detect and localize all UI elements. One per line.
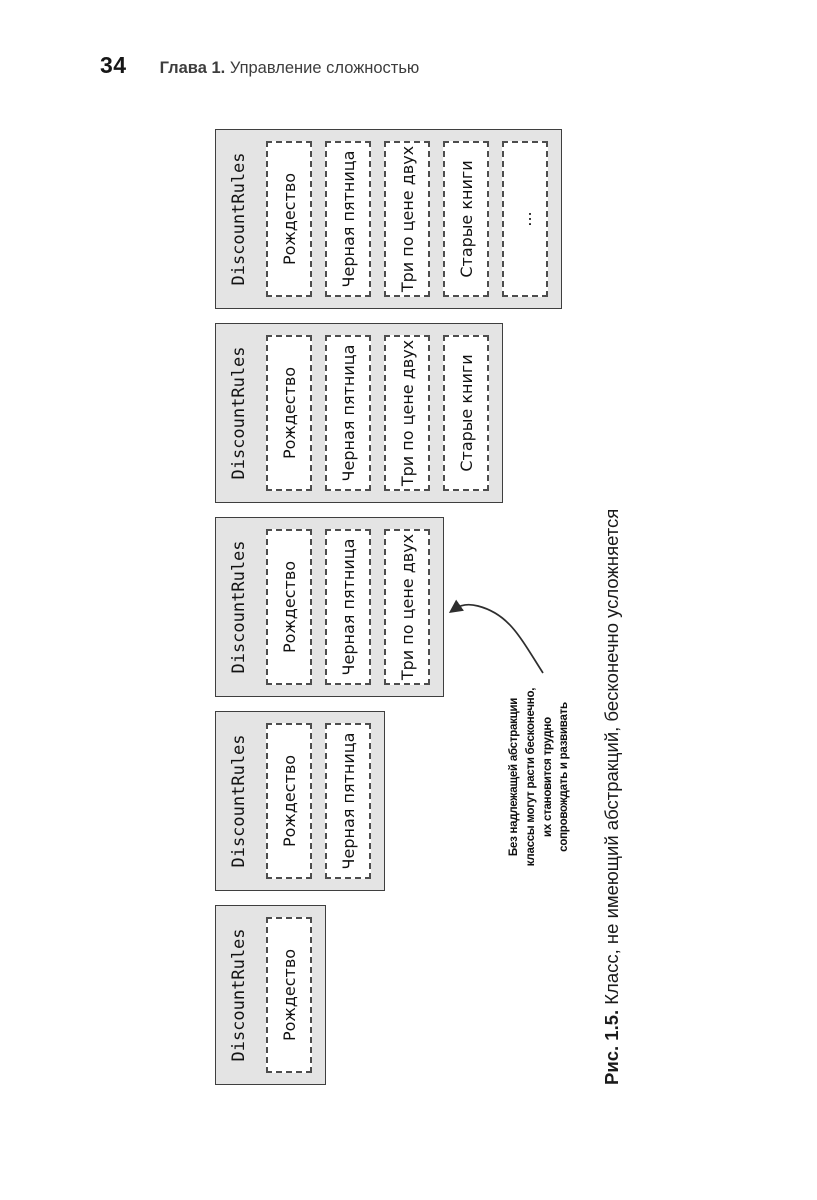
page-number: 34 [100, 52, 127, 78]
class-title: DiscountRules [229, 928, 249, 1062]
class-boxes-row: DiscountRules Рождество DiscountRules Ро… [215, 129, 562, 1085]
class-item: Три по цене двух [384, 529, 430, 685]
class-item: Три по цене двух [384, 141, 430, 297]
class-item: Черная пятница [325, 141, 371, 297]
class-items: Рождество Черная пятница Три по цене дву… [260, 518, 443, 696]
class-items: Рождество Черная пятница Три по цене дву… [260, 324, 502, 502]
class-item: Рождество [266, 335, 312, 491]
class-title: DiscountRules [229, 152, 249, 286]
class-box-2: DiscountRules Рождество Черная пятница [215, 711, 385, 891]
chapter-text: Управление сложностью [229, 59, 420, 77]
class-item: Рождество [266, 723, 312, 879]
class-item: Старые книги [443, 141, 489, 297]
annotation-line: классы могут расти бесконечно, [524, 687, 537, 867]
class-items: Рождество [260, 906, 325, 1084]
class-item: Рождество [266, 141, 312, 297]
class-box-5: DiscountRules Рождество Черная пятница Т… [215, 129, 562, 309]
class-item: Три по цене двух [384, 335, 430, 491]
annotation-line: Без надлежащей абстракции [508, 697, 520, 857]
annotation-line: их становится трудно [541, 717, 554, 837]
class-item: Черная пятница [325, 335, 371, 491]
page-header: 34 Глава 1. Управление сложностью [100, 52, 419, 79]
class-title: DiscountRules [229, 540, 249, 674]
class-box-4: DiscountRules Рождество Черная пятница Т… [215, 323, 503, 503]
class-box-3: DiscountRules Рождество Черная пятница Т… [215, 517, 444, 697]
class-title: DiscountRules [229, 346, 249, 480]
figure-caption: Рис. 1.5. Класс, не имеющий абстракций, … [601, 509, 623, 1085]
class-title: DiscountRules [229, 734, 249, 868]
class-item: Старые книги [443, 335, 489, 491]
chapter-label: Глава 1. [159, 59, 226, 77]
figure-annotation: Без надлежащей абстракции классы могут р… [506, 673, 573, 881]
class-item: Черная пятница [325, 723, 371, 879]
caption-text: Класс, не имеющий абстракций, бесконечно… [601, 508, 622, 1005]
chapter-title: Глава 1. Управление сложностью [160, 59, 420, 78]
caption-label: Рис. 1.5. [601, 1009, 622, 1085]
class-item: ... [502, 141, 548, 297]
class-box-1: DiscountRules Рождество [215, 905, 326, 1085]
annotation-line: сопровождать и развивать [558, 702, 571, 852]
class-item: Рождество [266, 917, 312, 1073]
class-item: Рождество [266, 529, 312, 685]
class-items: Рождество Черная пятница [260, 712, 384, 890]
class-items: Рождество Черная пятница Три по цене дву… [260, 130, 561, 308]
figure-1-5: DiscountRules Рождество DiscountRules Ро… [215, 127, 637, 1085]
class-item: Черная пятница [325, 529, 371, 685]
